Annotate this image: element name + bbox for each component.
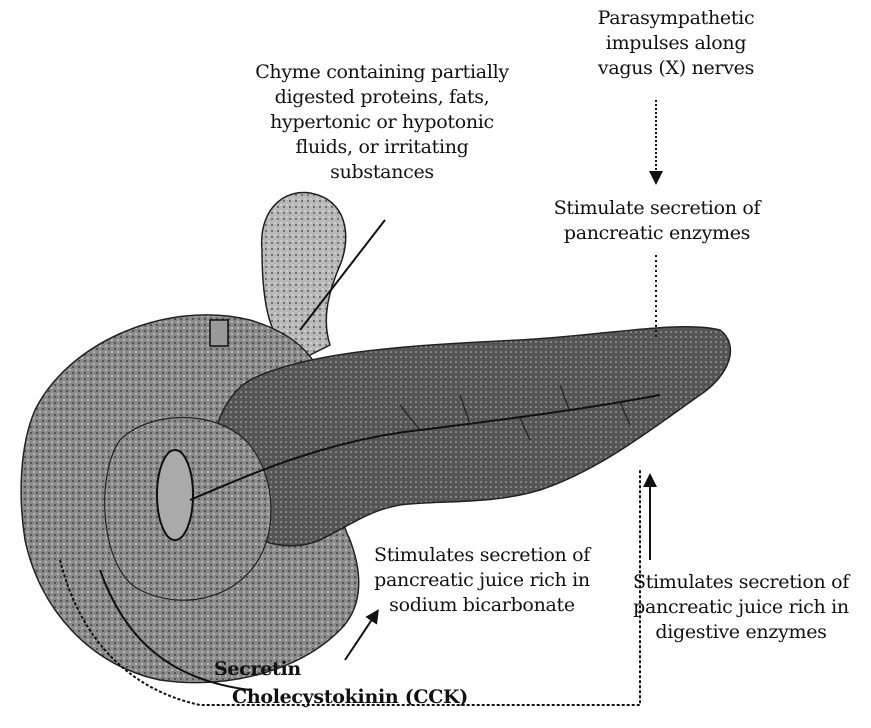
duodenal-papilla [157,450,193,540]
label-stimulate-enzymes: Stimulate secretion of pancreatic enzyme… [522,196,792,246]
label-digestive: Stimulates secretion of pancreatic juice… [616,570,866,645]
secretin-arrow [345,615,375,660]
label-chyme: Chyme containing partially digested prot… [222,60,542,185]
bile-duct-stub [210,320,228,346]
label-parasympathetic: Parasympathetic impulses along vagus (X)… [566,6,786,81]
label-secretin: Secretin [214,658,301,680]
label-bicarbonate: Stimulates secretion of pancreatic juice… [352,543,612,618]
label-cck: Cholecystokinin (CCK) [232,686,468,708]
